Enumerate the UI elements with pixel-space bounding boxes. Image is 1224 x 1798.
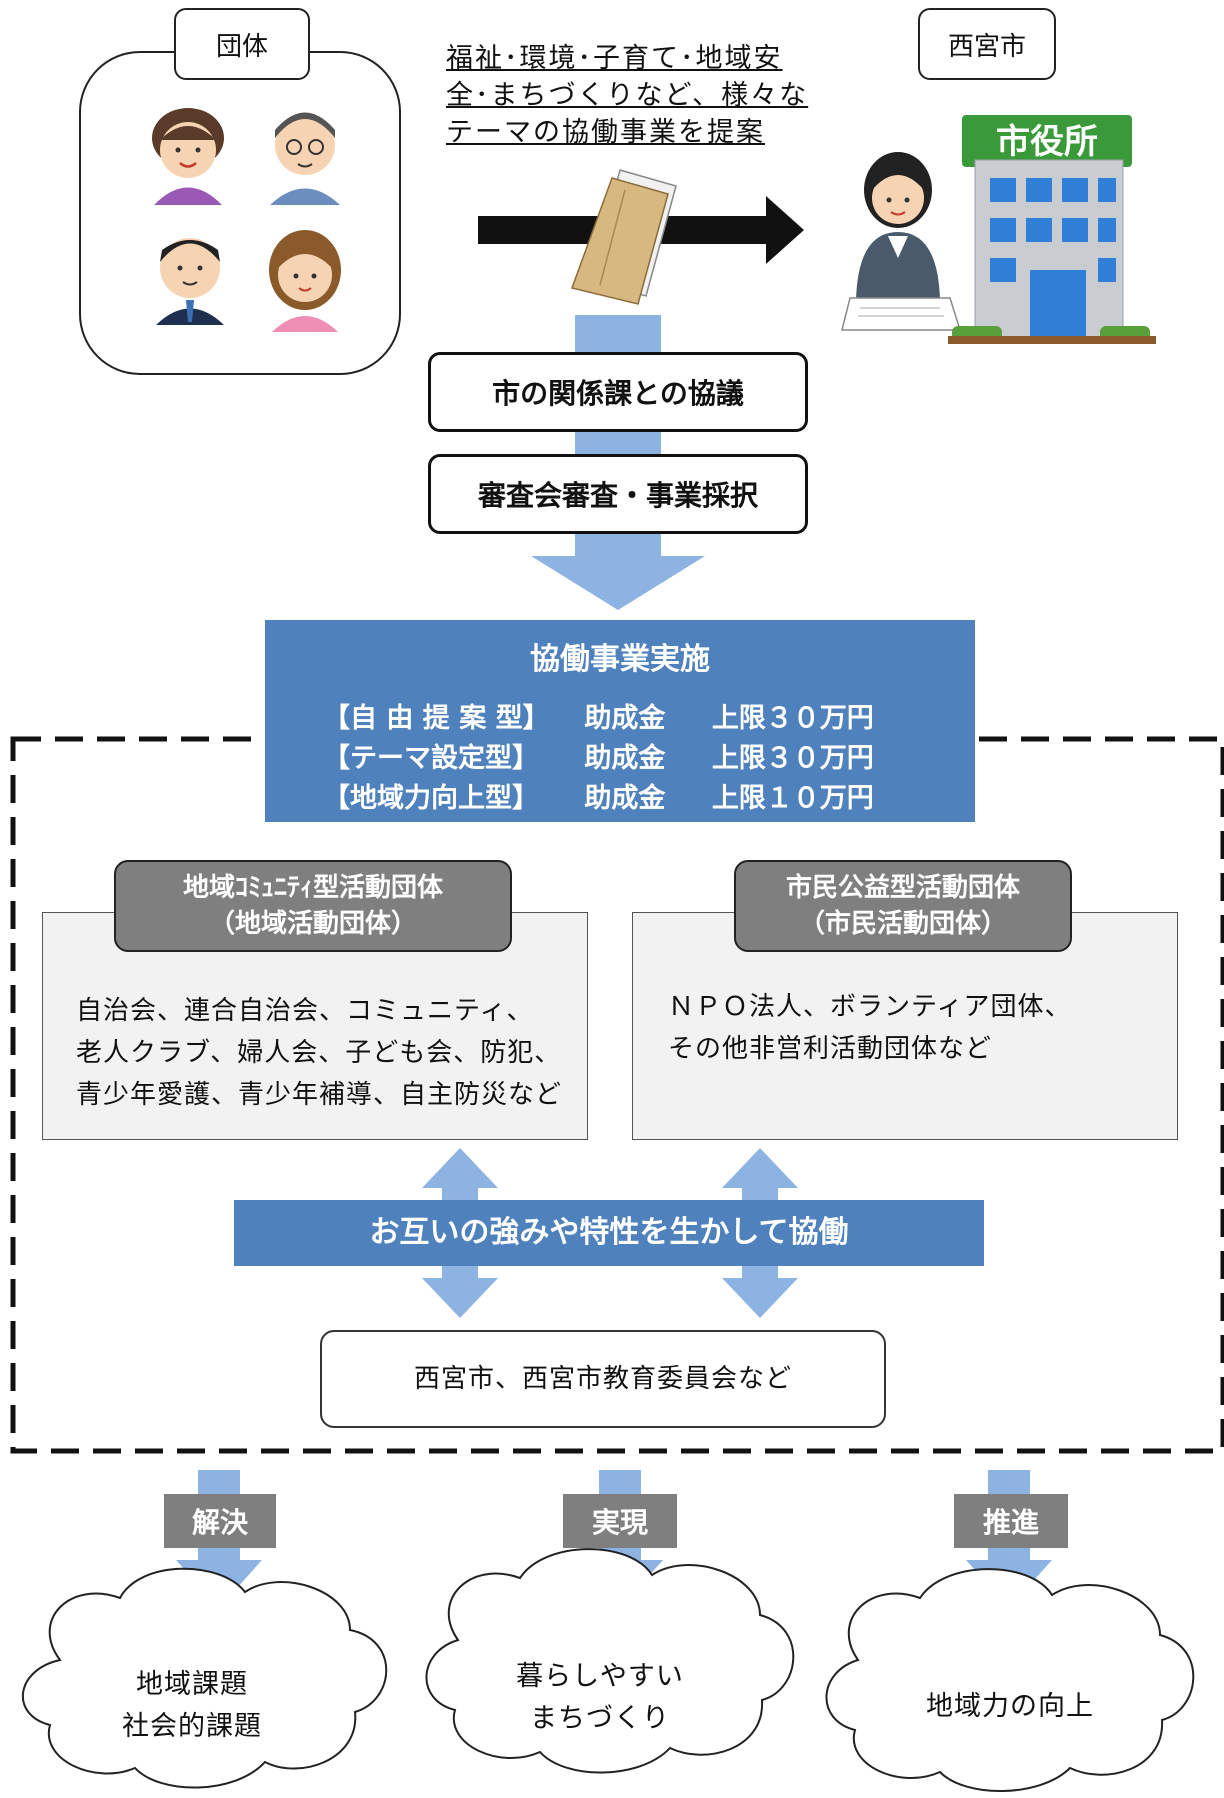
building-sign: 市役所 <box>996 122 1098 162</box>
member-line: 老人クラブ、婦人会、子ども会、防犯、 <box>76 1038 562 1068</box>
civic-group-members: ＮＰＯ法人、ボランティア団体、 その他非営利活動団体など <box>668 986 1071 1070</box>
woman-elderly-icon <box>152 108 224 205</box>
city-partner-box: 西宮市、西宮市教育委員会など <box>320 1330 886 1428</box>
community-group-members: 自治会、連合自治会、コミュニティ、 老人クラブ、婦人会、子ども会、防犯、 青少年… <box>76 990 562 1116</box>
result-line: 社会的課題 <box>122 1711 262 1742</box>
group-title-line: 市民公益型活動団体 <box>785 873 1020 903</box>
grant-row: 【地域力向上型】 助成金 上限１０万円 <box>323 776 874 815</box>
implementation-title: 協働事業実施 <box>530 642 710 677</box>
member-line: 自治会、連合自治会、コミュニティ、 <box>76 996 534 1026</box>
grant-limit: 上限３０万円 <box>711 703 874 734</box>
city-hall-building-icon <box>948 115 1156 344</box>
connector-arrow <box>575 315 661 355</box>
result-line: 地域力の向上 <box>926 1691 1094 1722</box>
down-arrow <box>531 530 705 610</box>
grant-row: 【自 由 提 案 型】 助成金 上限３０万円 <box>323 696 874 735</box>
organization-label: 団体 <box>174 8 310 80</box>
grant-kind: 助成金 <box>584 783 666 814</box>
result-line: まちづくり <box>530 1703 670 1734</box>
connector-arrow <box>575 428 661 456</box>
process-step-consultation: 市の関係課との協議 <box>428 352 808 432</box>
community-group-title: 地域ｺﾐｭﾆﾃｨ型活動団体 （地域活動団体） <box>114 860 512 952</box>
group-title-line: （地域活動団体） <box>208 909 417 939</box>
organization-frame <box>79 51 401 375</box>
civic-group-title: 市民公益型活動団体 （市民活動団体） <box>734 860 1072 952</box>
result-line: 地域課題 <box>136 1669 248 1700</box>
grant-limit: 上限３０万円 <box>711 743 874 774</box>
process-step-review: 審査会審査・事業採択 <box>428 454 808 534</box>
proposal-line: 福祉･環境･子育て･地域安 <box>446 43 783 74</box>
grant-row: 【テーマ設定型】 助成金 上限３０万円 <box>323 736 874 775</box>
outcome-action-promote: 推進 <box>954 1494 1068 1548</box>
result-line: 暮らしやすい <box>516 1661 684 1692</box>
grant-type: 【自 由 提 案 型】 <box>323 703 550 734</box>
grant-kind: 助成金 <box>584 743 666 774</box>
outcome-result-issues: 地域課題 社会的課題 <box>92 1664 292 1748</box>
group-title-line: 地域ｺﾐｭﾆﾃｨ型活動団体 <box>182 873 443 903</box>
cloud-shape <box>22 1548 1195 1792</box>
outcome-action-realize: 実現 <box>563 1494 677 1548</box>
outcome-action-resolve: 解決 <box>164 1494 276 1548</box>
implementation-banner: 協働事業実施 【自 由 提 案 型】 助成金 上限３０万円 【テーマ設定型】 助… <box>265 620 975 822</box>
collaboration-banner: お互いの強みや特性を生かして協働 <box>234 1200 984 1266</box>
proposal-line: 全･まちづくりなど、様々な <box>446 80 809 111</box>
group-title-line: （市民活動団体） <box>798 909 1007 939</box>
city-label: 西宮市 <box>918 8 1056 80</box>
proposal-text: 福祉･環境･子育て･地域安 全･まちづくりなど、様々な テーマの協働事業を提案 <box>446 40 808 151</box>
grant-type: 【地域力向上型】 <box>323 783 539 814</box>
city-staff-icon <box>841 152 962 331</box>
man-suit-icon <box>156 238 224 325</box>
grant-type: 【テーマ設定型】 <box>323 743 539 774</box>
grant-kind: 助成金 <box>584 703 666 734</box>
outcome-result-town: 暮らしやすい まちづくり <box>490 1656 710 1740</box>
proposal-line: テーマの協働事業を提案 <box>446 117 765 148</box>
man-glasses-icon <box>270 112 340 205</box>
woman-young-icon <box>269 230 341 332</box>
member-line: 青少年愛護、青少年補導、自主防災など <box>76 1080 563 1110</box>
envelope-icon <box>571 169 677 305</box>
member-line: その他非営利活動団体など <box>668 1034 993 1064</box>
grant-limit: 上限１０万円 <box>711 783 874 814</box>
outcome-result-community-power: 地域力の向上 <box>890 1686 1130 1728</box>
member-line: ＮＰＯ法人、ボランティア団体、 <box>668 992 1072 1022</box>
